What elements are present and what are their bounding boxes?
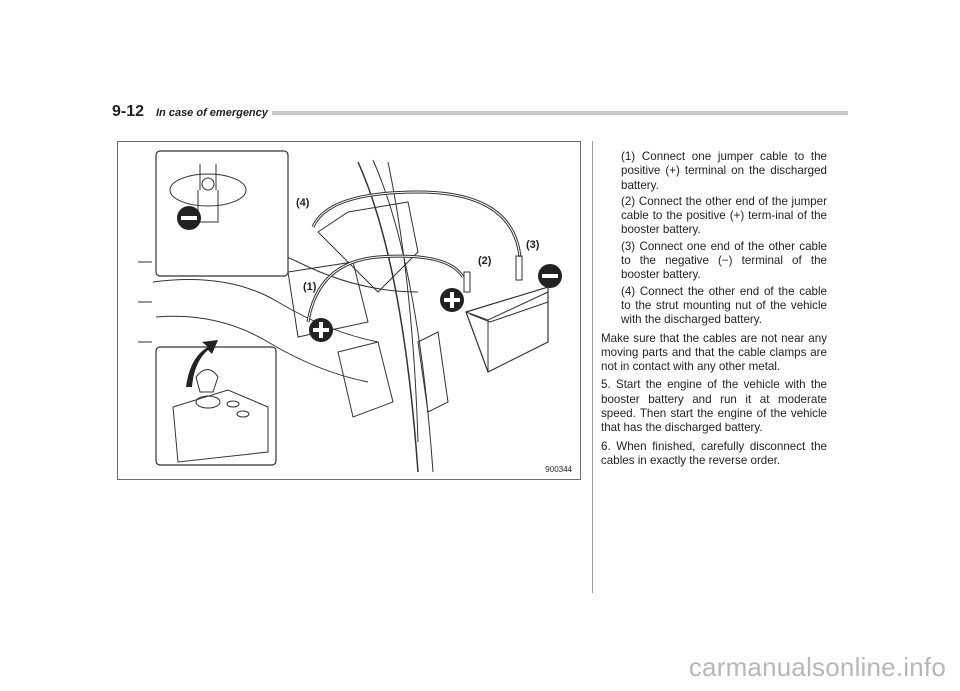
callout-1: (1) — [303, 281, 317, 293]
engine-bay-drawing: (1) (2) (3) (4) — [138, 150, 562, 473]
callout-2: (2) — [478, 255, 492, 267]
minus-symbol-icon — [177, 206, 201, 230]
step-2: (2) Connect the other end of the jumper … — [621, 194, 827, 237]
page-number: 9-12 — [112, 103, 145, 120]
step-3: (3) Connect one end of the other cable t… — [621, 239, 827, 282]
plus-symbol-icon — [440, 288, 464, 312]
callout-3: (3) — [526, 239, 540, 251]
figure-code: 900344 — [545, 465, 572, 474]
arrow-icon — [186, 340, 218, 387]
step-6-paragraph: 6. When finished, carefully disconnect t… — [601, 439, 827, 467]
section-title: In case of emergency — [156, 107, 268, 119]
step-5-paragraph: 5. Start the engine of the vehicle with … — [601, 378, 827, 435]
watermark: carmanualsonline.info — [688, 652, 946, 682]
page-header: 9-12 In case of emergency — [112, 100, 848, 124]
plus-symbol-icon — [309, 318, 333, 342]
step-4: (4) Connect the other end of the cable t… — [621, 284, 827, 327]
jump-start-illustration: (1) (2) (3) (4) 900344 — [117, 141, 581, 480]
caution-paragraph: Make sure that the cables are not near a… — [601, 331, 827, 374]
step-1: (1) Connect one jumper cable to the posi… — [621, 150, 827, 192]
instructions-column: (1) Connect one jumper cable to the posi… — [601, 150, 827, 468]
column-divider — [592, 141, 593, 593]
minus-symbol-icon — [538, 264, 562, 288]
callout-4: (4) — [296, 197, 310, 209]
header-rule — [272, 111, 848, 115]
